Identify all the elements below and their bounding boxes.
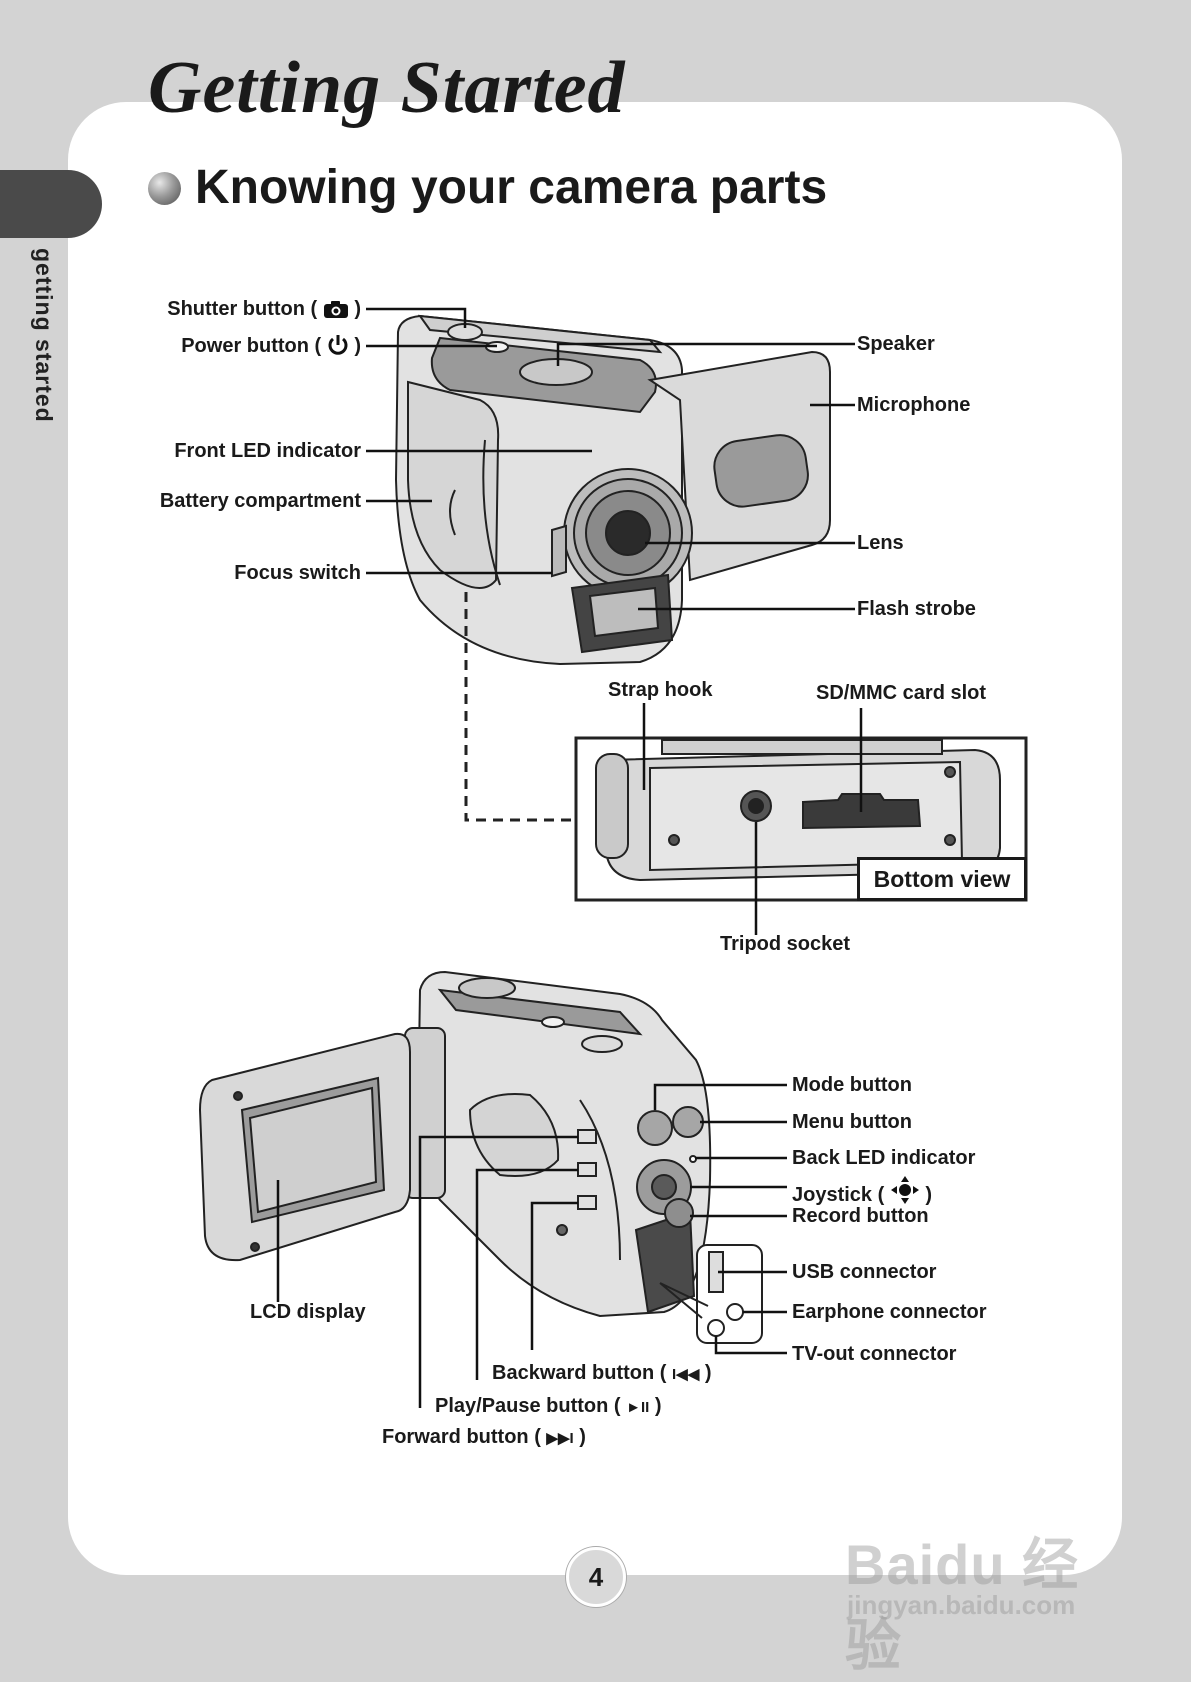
label-power-button: Power button ( ) bbox=[181, 335, 361, 357]
label-backward-button: Backward button ( I◀◀ ) bbox=[492, 1362, 712, 1384]
backward-icon: I◀◀ bbox=[672, 1366, 700, 1383]
label-focus-switch: Focus switch bbox=[234, 562, 361, 584]
label-speaker: Speaker bbox=[857, 333, 935, 355]
camera-icon bbox=[323, 301, 348, 318]
label-shutter-button: Shutter button ( ) bbox=[167, 298, 361, 320]
label-back-led: Back LED indicator bbox=[792, 1147, 976, 1169]
label-menu-button: Menu button bbox=[792, 1111, 912, 1133]
label-earphone-connector: Earphone connector bbox=[792, 1301, 987, 1323]
joystick-icon bbox=[890, 1176, 919, 1204]
label-joystick: Joystick ( ) bbox=[792, 1175, 932, 1207]
bottom-view-tag: Bottom view bbox=[857, 857, 1027, 901]
label-tripod-socket: Tripod socket bbox=[720, 933, 851, 955]
label-tv-out-connector: TV-out connector bbox=[792, 1343, 957, 1365]
label-strap-hook: Strap hook bbox=[608, 679, 713, 701]
label-mode-button: Mode button bbox=[792, 1074, 912, 1096]
bullet-icon bbox=[148, 172, 181, 205]
forward-icon: ▶▶I bbox=[546, 1430, 574, 1447]
watermark-logo: Baidu 经验 bbox=[845, 1533, 1080, 1677]
label-usb-connector: USB connector bbox=[792, 1261, 937, 1283]
label-record-button: Record button bbox=[792, 1205, 929, 1227]
side-tab-label: getting started bbox=[31, 248, 57, 423]
label-play-pause-button: Play/Pause button ( ►II ) bbox=[435, 1395, 662, 1417]
leader-lines bbox=[276, 307, 863, 1408]
bottom-camera-illustration bbox=[595, 739, 1001, 882]
page-number: 4 bbox=[566, 1547, 626, 1607]
label-microphone: Microphone bbox=[857, 394, 971, 416]
label-flash-strobe: Flash strobe bbox=[857, 598, 976, 620]
label-battery-compartment: Battery compartment bbox=[159, 490, 361, 512]
play-pause-icon: ►II bbox=[626, 1399, 650, 1416]
front-camera-illustration bbox=[394, 314, 831, 666]
watermark: Baidu 经验 jingyan.baidu.com bbox=[845, 1520, 1125, 1677]
back-camera-illustration bbox=[198, 970, 763, 1344]
label-forward-button: Forward button ( ▶▶I ) bbox=[382, 1426, 586, 1448]
side-tab bbox=[0, 170, 102, 238]
watermark-url: jingyan.baidu.com bbox=[847, 1590, 1076, 1620]
label-card-slot: SD/MMC card slot bbox=[816, 682, 987, 704]
power-icon bbox=[328, 335, 348, 355]
label-lens: Lens bbox=[857, 532, 904, 554]
label-front-led: Front LED indicator bbox=[174, 440, 361, 462]
section-heading: Knowing your camera parts bbox=[195, 161, 828, 214]
label-lcd-display: LCD display bbox=[250, 1301, 366, 1323]
chapter-title: Getting Started bbox=[148, 47, 626, 129]
